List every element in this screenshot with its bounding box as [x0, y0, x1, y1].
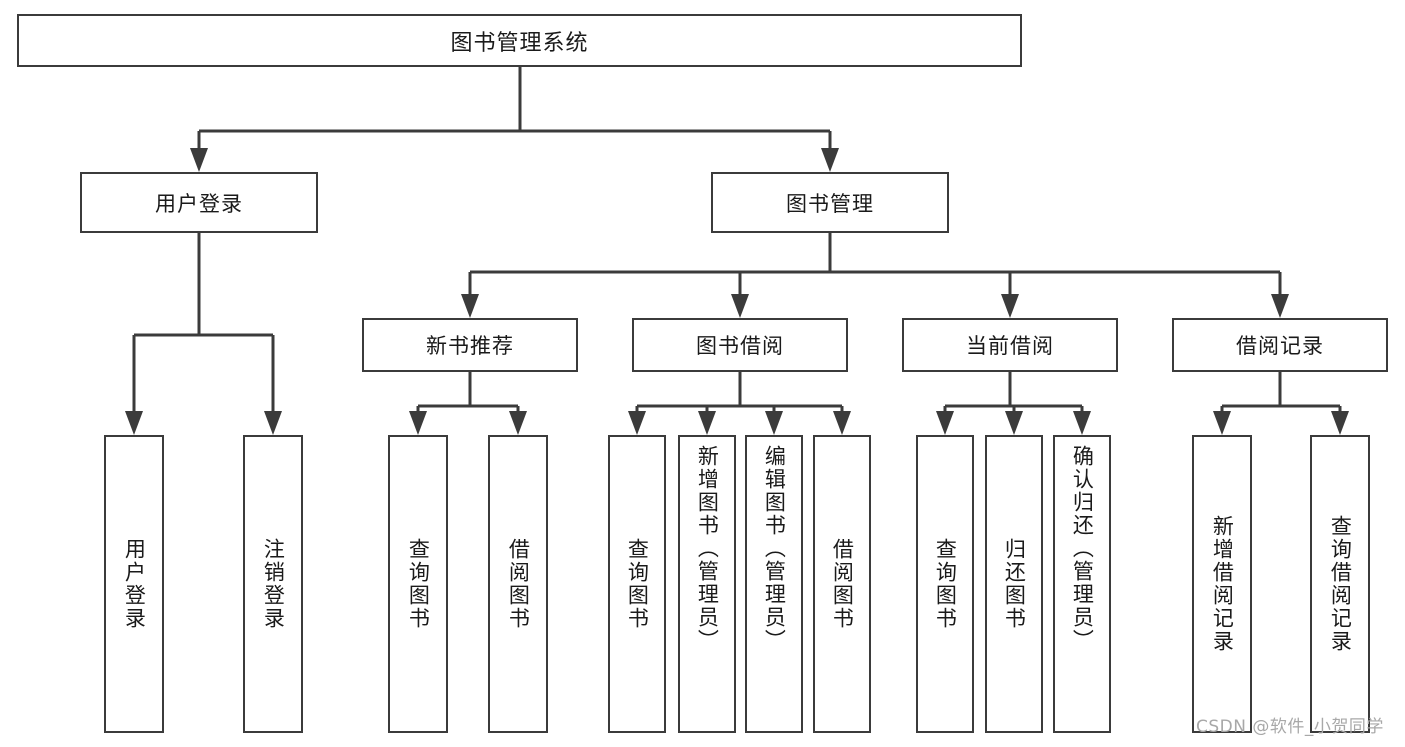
node-label: 新书推荐 [426, 334, 514, 358]
arrowhead-current-to-leaves-0 [936, 411, 954, 435]
node-label: 查询图书 [933, 538, 958, 630]
arrowhead-record-to-leaves-1 [1331, 411, 1349, 435]
node-leaf-add-borrow-record[interactable]: 新增借阅记录 [1192, 435, 1252, 733]
node-label: 用户登录 [155, 191, 243, 216]
node-label: 图书管理 [786, 191, 874, 216]
arrowhead-book-manage-to-level3-3 [1271, 294, 1289, 318]
node-leaf-query-borrow-record[interactable]: 查询借阅记录 [1310, 435, 1370, 733]
node-label: 新增借阅记录 [1210, 515, 1235, 653]
node-leaf-confirm-return[interactable]: 确认归还（管理员） [1053, 435, 1111, 733]
arrowhead-user-login-to-leaves-0 [125, 411, 143, 435]
arrowhead-book-manage-to-level3-1 [731, 294, 749, 318]
node-label: 确认归还（管理员） [1070, 445, 1095, 652]
node-leaf-edit-book[interactable]: 编辑图书（管理员） [745, 435, 803, 733]
node-label: 图书借阅 [696, 334, 784, 358]
node-current-borrow[interactable]: 当前借阅 [902, 318, 1118, 372]
arrowhead-borrow-to-leaves-0 [628, 411, 646, 435]
node-book-borrow[interactable]: 图书借阅 [632, 318, 848, 372]
node-leaf-borrow-book[interactable]: 借阅图书 [813, 435, 871, 733]
watermark: CSDN @软件_小贺同学 [1196, 717, 1384, 737]
node-leaf-borrow-book-recommend[interactable]: 借阅图书 [488, 435, 548, 733]
arrowhead-borrow-to-leaves-3 [833, 411, 851, 435]
arrowhead-borrow-to-leaves-1 [698, 411, 716, 435]
node-leaf-query-book-borrow[interactable]: 查询图书 [608, 435, 666, 733]
node-label: 用户登录 [122, 538, 147, 630]
arrowhead-root-to-level2-1 [821, 148, 839, 172]
node-new-book-recommend[interactable]: 新书推荐 [362, 318, 578, 372]
node-label: 查询借阅记录 [1328, 515, 1353, 653]
arrowhead-current-to-leaves-2 [1073, 411, 1091, 435]
arrowhead-recommend-to-leaves-1 [509, 411, 527, 435]
node-label: 当前借阅 [966, 334, 1054, 358]
arrowhead-book-manage-to-level3-2 [1001, 294, 1019, 318]
arrowhead-book-manage-to-level3-0 [461, 294, 479, 318]
node-leaf-return-book[interactable]: 归还图书 [985, 435, 1043, 733]
arrowhead-user-login-to-leaves-1 [264, 411, 282, 435]
arrowhead-root-to-level2-0 [190, 148, 208, 172]
arrowhead-record-to-leaves-0 [1213, 411, 1231, 435]
node-leaf-query-book-recommend[interactable]: 查询图书 [388, 435, 448, 733]
node-label: 借阅图书 [506, 538, 531, 630]
arrowhead-borrow-to-leaves-2 [765, 411, 783, 435]
arrowhead-current-to-leaves-1 [1005, 411, 1023, 435]
node-label: 归还图书 [1002, 538, 1027, 630]
node-label: 编辑图书（管理员） [762, 445, 787, 652]
node-user-login[interactable]: 用户登录 [80, 172, 318, 233]
arrowhead-recommend-to-leaves-0 [409, 411, 427, 435]
node-label: 查询图书 [406, 538, 431, 630]
node-leaf-logout[interactable]: 注销登录 [243, 435, 303, 733]
node-label: 注销登录 [261, 538, 286, 630]
node-borrow-record[interactable]: 借阅记录 [1172, 318, 1388, 372]
node-label: 新增图书（管理员） [695, 445, 720, 652]
node-leaf-add-book[interactable]: 新增图书（管理员） [678, 435, 736, 733]
node-book-manage[interactable]: 图书管理 [711, 172, 949, 233]
node-leaf-query-book-current[interactable]: 查询图书 [916, 435, 974, 733]
node-root[interactable]: 图书管理系统 [17, 14, 1022, 67]
node-label: 查询图书 [625, 538, 650, 630]
node-label: 借阅图书 [830, 538, 855, 630]
connector-lines [125, 67, 1349, 435]
node-label: 图书管理系统 [450, 30, 589, 56]
node-label: 借阅记录 [1236, 334, 1324, 358]
node-leaf-user-login[interactable]: 用户登录 [104, 435, 164, 733]
